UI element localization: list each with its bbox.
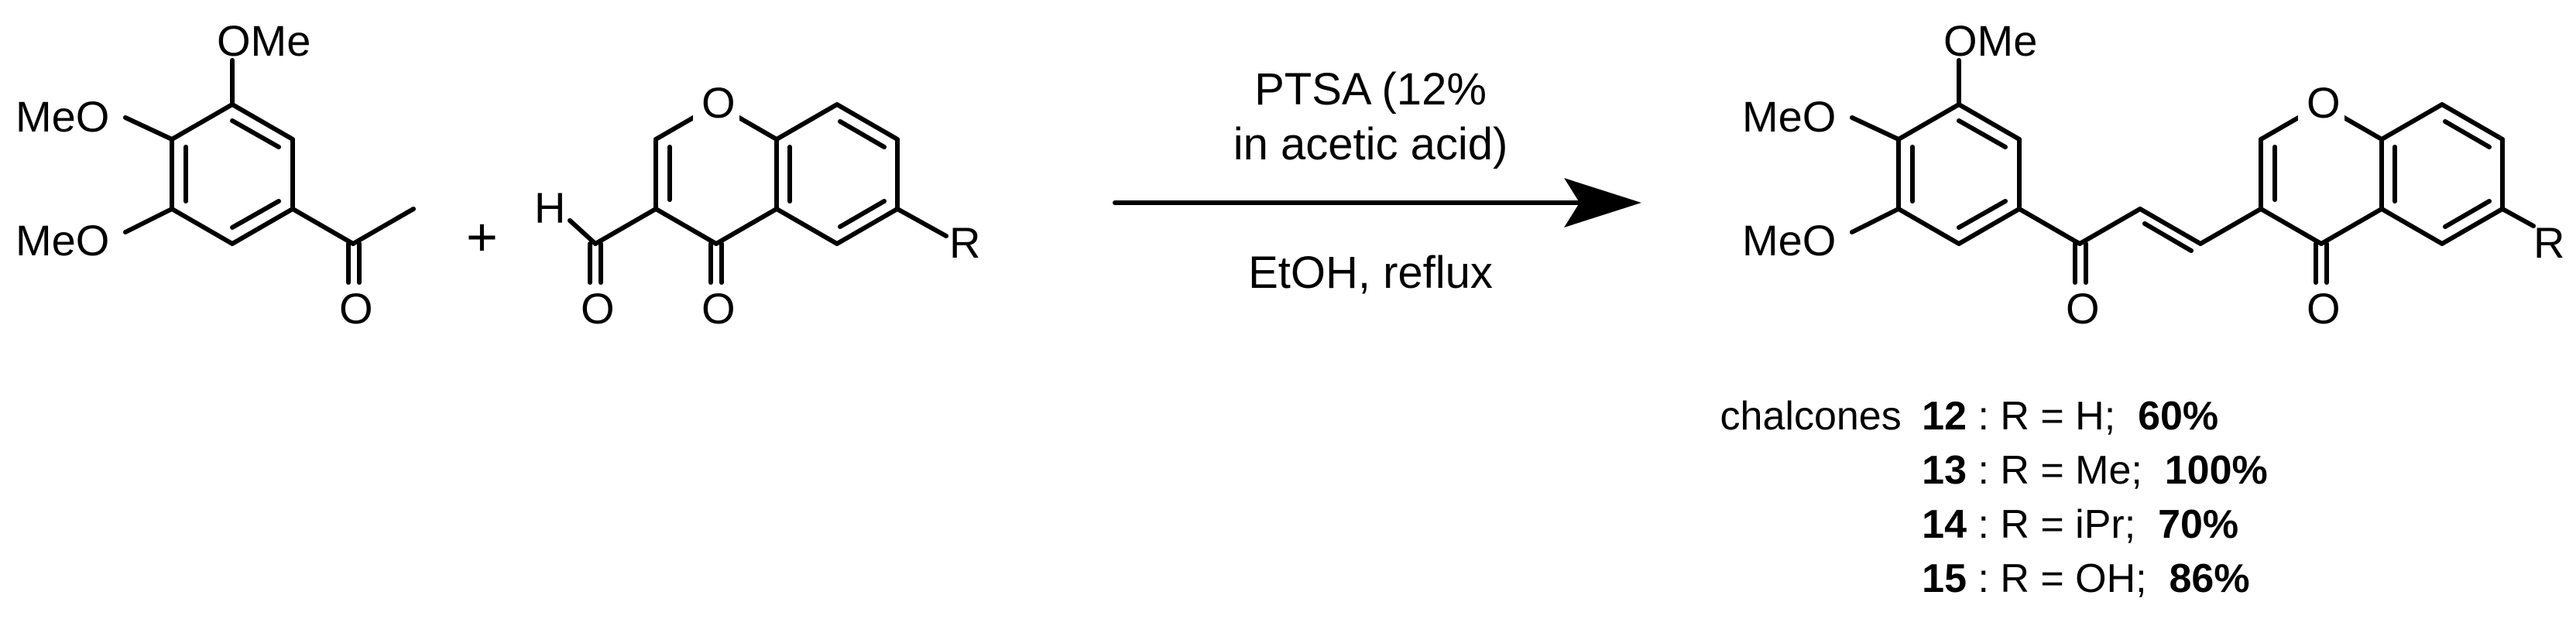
compound-number: 12 <box>1922 394 1967 439</box>
benzo-ring <box>774 102 900 246</box>
ring-double-bond <box>2443 119 2492 149</box>
ring-oxygen-atom: O <box>701 78 736 127</box>
r-bond <box>895 207 948 238</box>
meo-bond <box>1850 115 1901 142</box>
condition-line: EtOH, reflux <box>1248 248 1493 298</box>
condition-line: PTSA (12% <box>1254 64 1487 115</box>
ring-double-bond <box>230 199 281 230</box>
acetyl-bond <box>290 207 355 246</box>
meo-label: MeO <box>15 92 109 141</box>
yield-value: 60% <box>2138 394 2218 439</box>
benzene-ring <box>170 102 295 246</box>
enone-bond <box>2077 207 2142 246</box>
atom-label-mask <box>693 77 739 122</box>
hydrogen-atom: H <box>534 183 565 232</box>
compound-number: 14 <box>1922 502 1967 547</box>
yield-table: chalcones 12 : R = H; 60% 13 : R = Me; 1… <box>1720 394 2268 601</box>
substituent-text: : R = H; <box>1967 394 2127 439</box>
oxygen-atom: O <box>2066 284 2100 333</box>
compound-number: 13 <box>1922 448 1967 493</box>
oxygen-atom: O <box>701 284 736 333</box>
meo-label: MeO <box>15 216 109 265</box>
reactant-formylchromone: H O O O R <box>534 77 980 333</box>
r-bond <box>2500 207 2536 228</box>
yield-value: 86% <box>2170 556 2250 601</box>
oxygen-atom: O <box>581 284 615 333</box>
reaction-arrow <box>1113 178 1641 227</box>
ring-double-bond <box>838 199 887 229</box>
compound-number: 15 <box>1922 556 1967 601</box>
arrow-head <box>1564 178 1641 227</box>
aldehyde-h-bond <box>568 218 598 246</box>
methyl-bond <box>351 207 416 246</box>
r-group-label: R <box>2533 218 2564 267</box>
atom-label-mask <box>2298 77 2344 122</box>
enone-bond <box>2198 207 2263 246</box>
table-prefix: chalcones <box>1720 394 1902 439</box>
ring-oxygen-atom: O <box>2307 78 2341 127</box>
yield-value: 70% <box>2158 502 2238 547</box>
table-row-detail: : R = H; 60% <box>1967 394 2218 439</box>
enone-bond <box>2017 207 2082 246</box>
aldehyde-bond <box>593 207 658 246</box>
substituent-text: : R = OH; <box>1967 556 2158 601</box>
substituent-text: : R = Me; <box>1967 448 2153 493</box>
ring-double-bond <box>230 118 281 149</box>
meo-bond <box>123 207 174 234</box>
table-row: chalcones 12 <box>1720 394 1967 439</box>
substituent-text: : R = iPr; <box>1967 502 2147 547</box>
table-row-detail: : R = iPr; 70% <box>1967 502 2238 547</box>
product-chalcone: OMe MeO MeO O O O R <box>1742 16 2564 333</box>
ring-double-bond <box>1957 199 2008 230</box>
meo-bond <box>123 115 174 142</box>
r-group-label: R <box>949 218 980 267</box>
meo-label: MeO <box>1742 216 1836 265</box>
ring-double-bond <box>838 119 887 149</box>
product-bonds <box>1850 58 2536 285</box>
meo-label: MeO <box>1742 92 1836 141</box>
table-row-detail: : R = Me; 100% <box>1967 448 2268 493</box>
ring-double-bond <box>1957 118 2008 149</box>
meo-bond <box>1850 207 1901 234</box>
yield-value: 100% <box>2165 448 2268 493</box>
reactant2-bonds <box>568 102 948 285</box>
condition-line: in acetic acid) <box>1233 119 1508 169</box>
alkene-double-bond <box>2142 221 2194 253</box>
table-row-detail: : R = OH; 86% <box>1967 556 2250 601</box>
benzo-ring <box>2379 102 2505 246</box>
reactant1-bonds <box>123 58 416 285</box>
ring-double-bond <box>2443 199 2492 229</box>
ome-label: OMe <box>217 16 310 65</box>
oxygen-atom: O <box>2307 284 2341 333</box>
oxygen-atom: O <box>339 284 373 333</box>
alkene-double-bond <box>2138 207 2203 246</box>
benzene-ring <box>1896 102 2022 246</box>
ome-label: OMe <box>1943 16 2037 65</box>
plus-sign: + <box>466 207 498 267</box>
reactant-trimethoxyacetophenone: OMe MeO MeO O <box>15 16 416 333</box>
